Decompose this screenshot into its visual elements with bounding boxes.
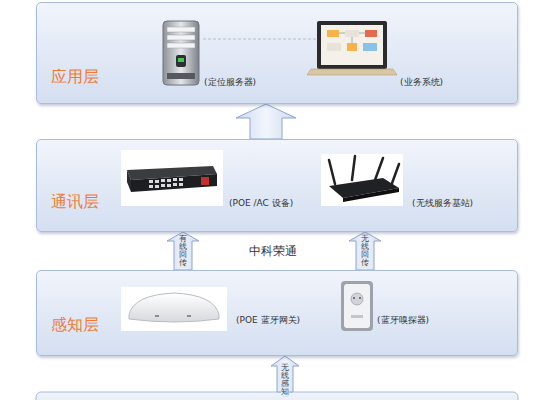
device-caption: (POE 蓝牙网关) <box>236 315 300 326</box>
device-caption: (POE /AC 设备) <box>229 198 293 209</box>
device-caption: (无线服务基站) <box>412 198 473 209</box>
layer-name: 应用层 <box>51 67 99 86</box>
layer-band: 应用层 (定位服务器) (业务系统) <box>36 2 518 104</box>
router-icon <box>321 154 403 206</box>
sensing-illustration <box>37 271 519 357</box>
gateway-icon <box>121 287 227 331</box>
edge-label: 有线回传 <box>179 235 187 268</box>
device-caption: (蓝牙嗅探器) <box>377 315 429 326</box>
dashed-link <box>203 39 317 40</box>
watermark-label: 中科荣通 <box>247 244 299 258</box>
block-arrow <box>236 104 296 139</box>
communication-illustration <box>37 140 519 233</box>
arrow-label: 无线感知 <box>281 364 289 397</box>
bottom-band <box>36 392 518 400</box>
layer-band: 通讯层 (POE /AC 设备) (无线服务基站) <box>36 139 518 232</box>
block-arrow <box>349 232 381 270</box>
layer-name: 感知层 <box>51 315 99 334</box>
switch-icon <box>121 150 223 206</box>
layer-name: 通讯层 <box>51 192 99 211</box>
laptop-icon <box>307 21 397 75</box>
layer-band: 感知层 (POE 蓝牙网关) (蓝牙嗅探器) <box>36 270 518 356</box>
application-illustration <box>37 3 519 105</box>
device-caption: (定位服务器) <box>204 77 256 88</box>
sniffer-icon <box>341 281 373 331</box>
block-arrow <box>167 232 199 270</box>
device-caption: (业务系统) <box>400 77 443 88</box>
server-icon <box>163 21 199 85</box>
edge-label: 无线回传 <box>361 235 369 268</box>
